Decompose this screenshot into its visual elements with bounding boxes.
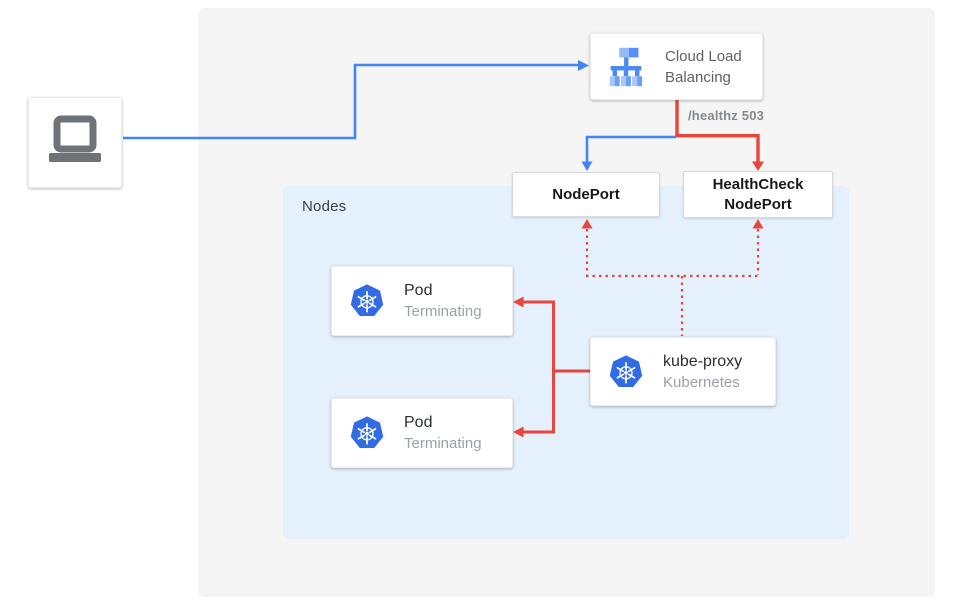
healthcheck-nodeport-card: HealthCheck NodePort bbox=[683, 171, 833, 218]
edge-client-to-clb bbox=[123, 63, 578, 140]
arrowhead-nodeport bbox=[581, 161, 593, 171]
client-card bbox=[28, 97, 122, 188]
edge-clb-to-nodeport bbox=[585, 135, 676, 162]
pod-card-2: Pod Terminating bbox=[331, 398, 513, 468]
kubernetes-icon bbox=[348, 414, 386, 452]
healthz-status-label: /healthz 503 bbox=[688, 108, 765, 123]
healthcheck-nodeport-label-line2: NodePort bbox=[724, 195, 792, 213]
edge-kubeproxy-dotted bbox=[585, 229, 760, 336]
laptop-icon bbox=[43, 115, 107, 171]
arrowhead-pod-2 bbox=[513, 426, 524, 438]
pod-status: Terminating bbox=[404, 435, 482, 452]
pod-title: Pod bbox=[404, 282, 433, 299]
edge-kubeproxy-to-pods bbox=[523, 300, 590, 434]
pod-status: Terminating bbox=[404, 303, 482, 320]
arrowhead-pod-1 bbox=[513, 296, 524, 308]
cloud-load-balancing-icon bbox=[603, 44, 649, 90]
cloud-load-balancing-label: Cloud Load Balancing bbox=[665, 47, 742, 86]
cloud-load-balancing-card: Cloud Load Balancing bbox=[590, 33, 763, 100]
nodeport-card: NodePort bbox=[512, 172, 660, 217]
edge-clb-to-healthcheck bbox=[675, 100, 760, 162]
arrowhead-clb bbox=[578, 60, 589, 71]
kubernetes-icon bbox=[607, 353, 645, 391]
nodes-panel-label: Nodes bbox=[302, 198, 347, 215]
arrowhead-healthcheck-bottom bbox=[752, 219, 764, 229]
kubernetes-icon bbox=[348, 282, 386, 320]
pod-card-1: Pod Terminating bbox=[331, 266, 513, 336]
kube-proxy-card: kube-proxy Kubernetes bbox=[590, 337, 776, 406]
kube-proxy-subtitle: Kubernetes bbox=[663, 373, 740, 391]
arrowhead-healthcheck bbox=[752, 161, 764, 171]
pod-title: Pod bbox=[404, 414, 433, 431]
healthcheck-nodeport-label-line1: HealthCheck bbox=[712, 175, 804, 193]
kube-proxy-title: kube-proxy bbox=[663, 352, 743, 370]
arrowhead-nodeport-bottom bbox=[581, 219, 593, 229]
nodeport-label: NodePort bbox=[552, 185, 620, 203]
